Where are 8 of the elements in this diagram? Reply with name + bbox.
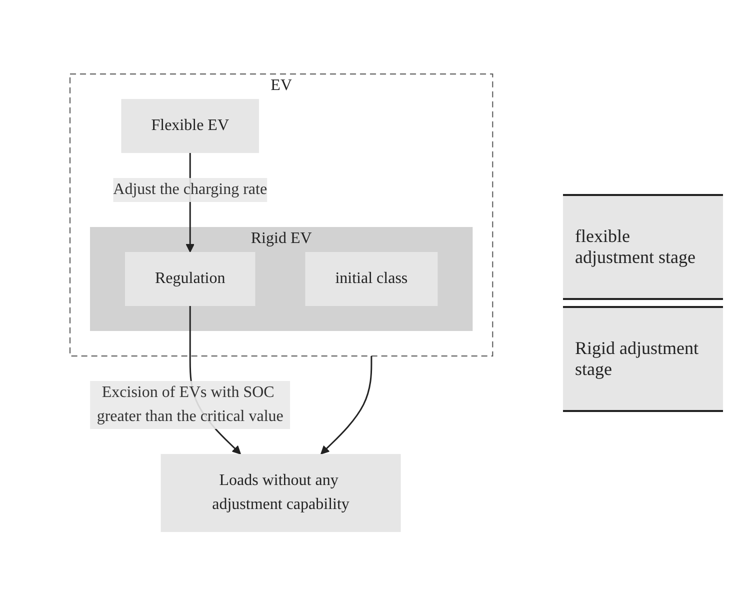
node-box: Loads without any adjustment capability	[160, 454, 401, 532]
edge-label: Excision of EVs with SOC greater than the critical value	[97, 384, 284, 425]
stage-label: Rigid adjustment stage	[563, 306, 723, 412]
stage-label: flexible adjustment stage	[563, 194, 723, 300]
arrow	[320, 356, 372, 454]
edge-label: Adjust the charging rate	[113, 181, 268, 198]
node-box: Flexible EV	[121, 99, 260, 153]
node-box: Regulation	[125, 252, 256, 306]
